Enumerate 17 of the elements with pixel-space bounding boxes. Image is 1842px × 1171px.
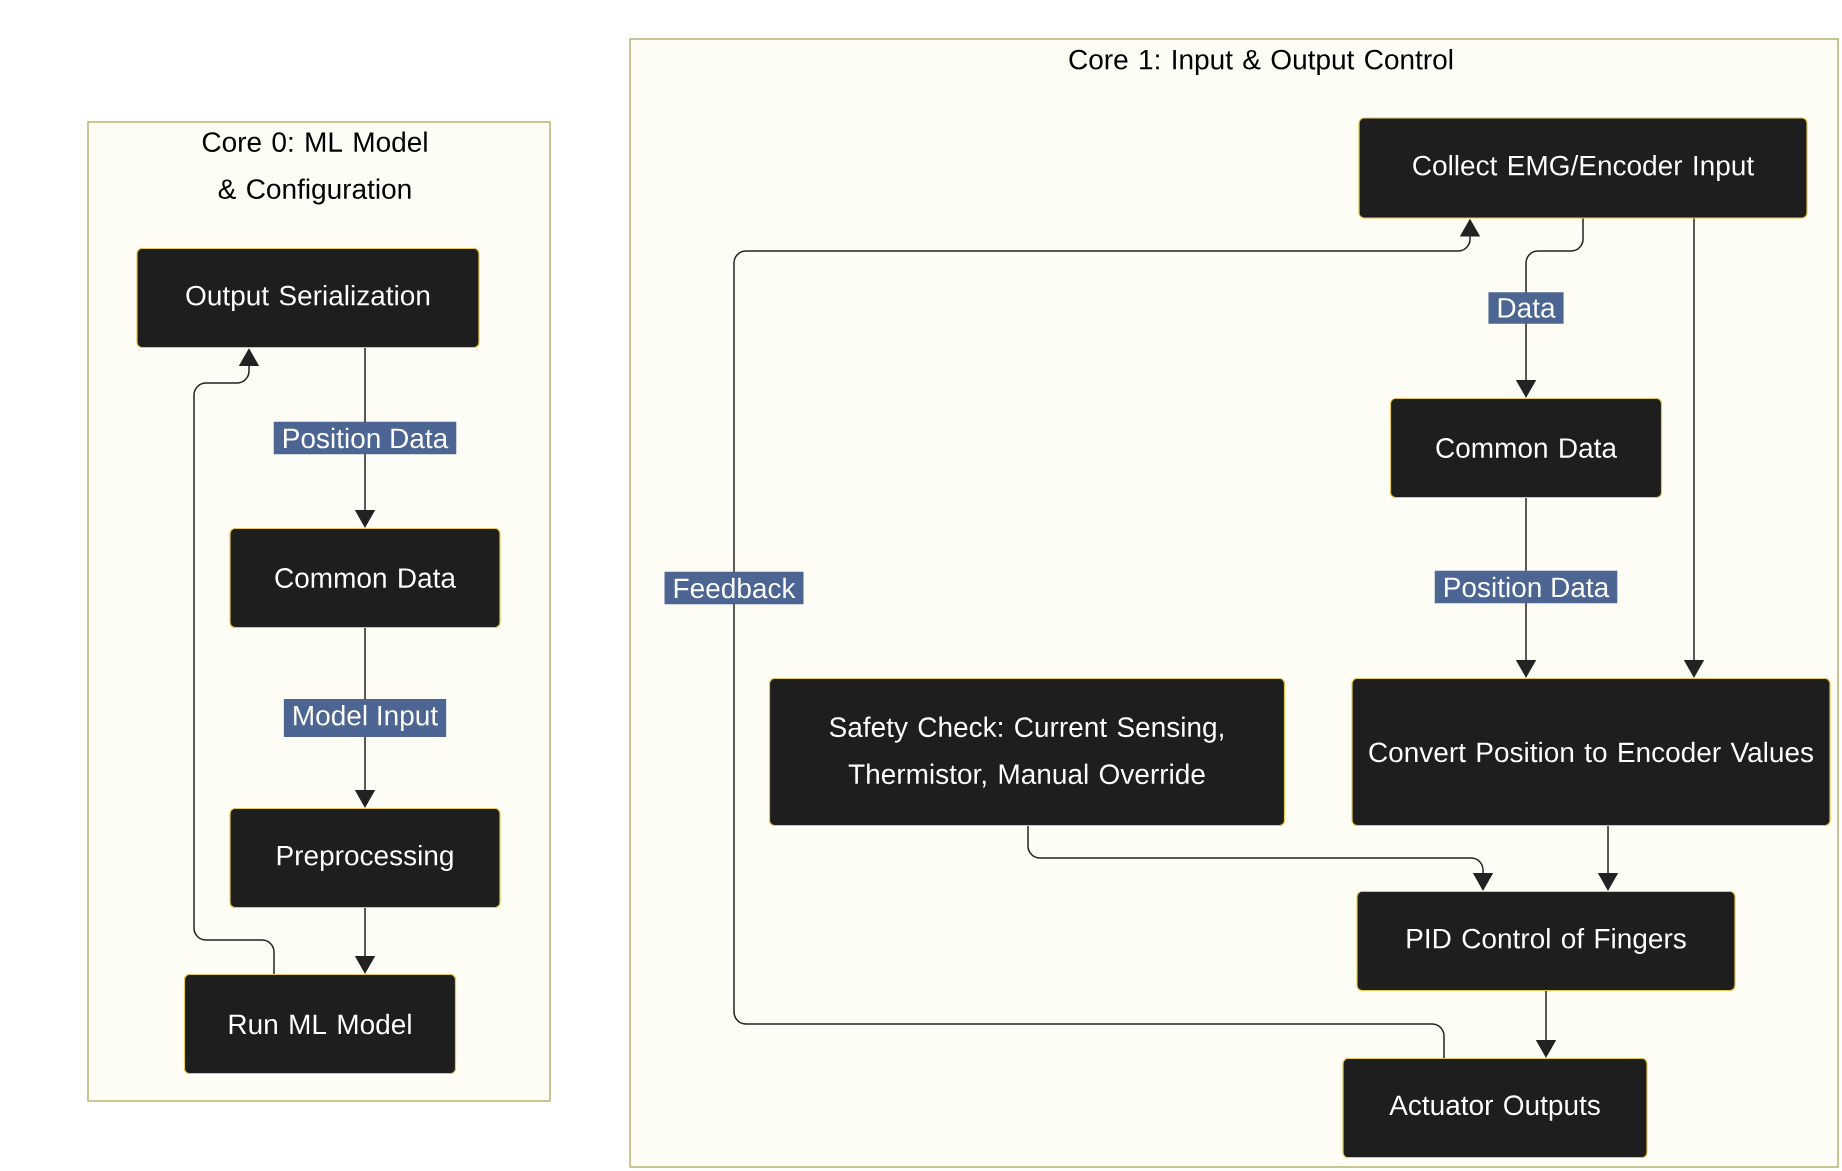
process-box: Common Data (1389, 397, 1663, 499)
arrow (193, 348, 275, 975)
edge-label: Feedback (664, 571, 804, 605)
process-box: Convert Position to Encoder Values (1351, 677, 1831, 827)
process-box: Preprocessing (229, 807, 501, 909)
edge-label: Position Data (1434, 570, 1618, 604)
process-box: Actuator Outputs (1342, 1057, 1648, 1159)
edge-label: Position Data (273, 421, 457, 455)
arrow (1027, 825, 1494, 891)
process-box: Common Data (229, 527, 501, 629)
edge-label: Model Input (283, 698, 447, 738)
edge-label: Data (1488, 292, 1564, 324)
process-box: Run ML Model (183, 973, 457, 1075)
process-box: Output Serialization (136, 247, 480, 349)
process-box: Collect EMG/Encoder Input (1358, 117, 1808, 219)
process-box: PID Control of Fingers (1356, 890, 1736, 992)
process-box: Safety Check: Current Sensing, Thermistor, Manual Override (768, 677, 1286, 827)
